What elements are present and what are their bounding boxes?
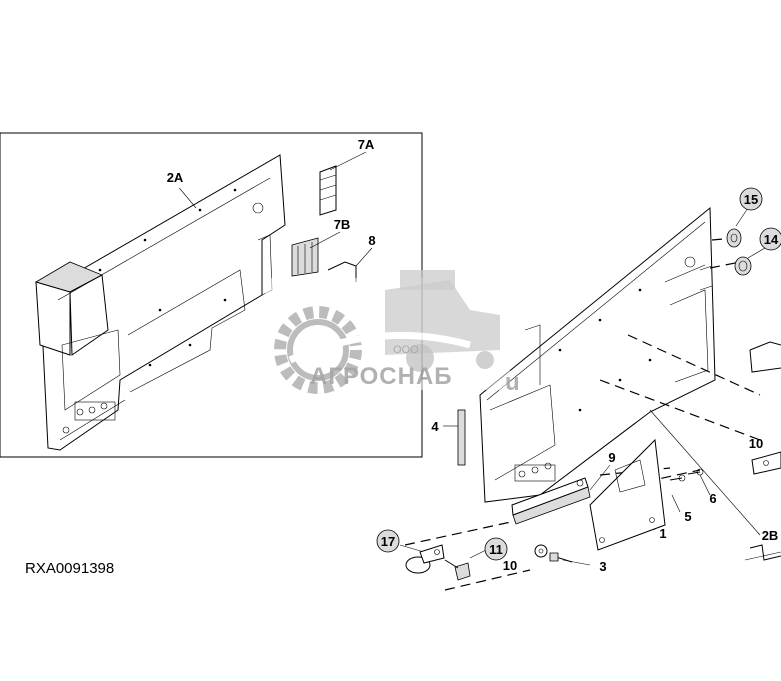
svg-text:7A: 7A: [358, 137, 375, 152]
panel-2b: [479, 206, 716, 503]
svg-text:7B: 7B: [334, 217, 351, 232]
callout-3: 3: [599, 559, 606, 574]
svg-text:9: 9: [608, 450, 615, 465]
svg-text:АГРОСНАБ: АГРОСНАБ: [310, 363, 453, 390]
svg-text:10: 10: [503, 558, 517, 573]
svg-text:15: 15: [744, 192, 758, 207]
part-4-rod: [457, 409, 466, 466]
right-edge-part-upper: [749, 341, 781, 373]
callout-6: 6: [709, 491, 716, 506]
callout-8: 8: [368, 233, 375, 248]
svg-text:2B: 2B: [762, 528, 779, 543]
svg-text:5: 5: [684, 509, 691, 524]
reference-code: RXA0091398: [25, 560, 114, 577]
part-6-screw: [687, 468, 704, 476]
gear-icon: [274, 306, 362, 394]
part-5-screw: [669, 474, 686, 482]
callout-17: 17: [376, 529, 400, 553]
callout-9: 9: [608, 450, 615, 465]
part-3-bolt: [549, 552, 573, 563]
right-edge-part-lower: [744, 544, 781, 561]
part-9-bracket: [511, 477, 591, 525]
part-17-clamp: [405, 544, 445, 574]
svg-text:6: 6: [709, 491, 716, 506]
callout-10-lower: 10: [503, 558, 517, 573]
callouts: 2A 7A 7B 8 4 15 14 10 2B 9: [163, 137, 781, 574]
watermark-logo: ООО АГРОСНАБ u: [265, 270, 521, 396]
svg-text:1: 1: [659, 526, 666, 541]
callout-7a: 7A: [358, 137, 375, 152]
svg-text:14: 14: [764, 232, 779, 247]
callout-2b: 2B: [762, 528, 779, 543]
callout-1: 1: [659, 526, 666, 541]
svg-text:3: 3: [599, 559, 606, 574]
callout-4: 4: [431, 419, 439, 434]
svg-text:4: 4: [431, 419, 439, 434]
callout-7b: 7B: [334, 217, 351, 232]
part-7b: [291, 237, 319, 277]
part-11-fitting: [444, 559, 471, 581]
callout-10-right: 10: [749, 436, 763, 451]
svg-text:10: 10: [749, 436, 763, 451]
callout-14: 14: [759, 227, 781, 251]
svg-text:8: 8: [368, 233, 375, 248]
svg-text:17: 17: [381, 534, 395, 549]
part-10-bracket-right: [751, 451, 781, 475]
combine-harvester-icon: [288, 270, 500, 372]
svg-text:ООО: ООО: [393, 344, 419, 356]
svg-text:u: u: [505, 369, 521, 396]
svg-text:11: 11: [489, 542, 503, 557]
callout-11: 11: [484, 537, 508, 561]
callout-2a: 2A: [163, 165, 187, 189]
panel-2a: [35, 154, 286, 451]
callout-5: 5: [684, 509, 691, 524]
part-10-washer: [534, 544, 548, 558]
part-1-cover: [589, 438, 666, 551]
svg-text:2A: 2A: [167, 170, 184, 185]
part-15-grommet: [726, 228, 742, 248]
callout-15: 15: [739, 187, 763, 211]
part-7a: [319, 165, 337, 216]
part-14-grommet: [734, 256, 752, 276]
